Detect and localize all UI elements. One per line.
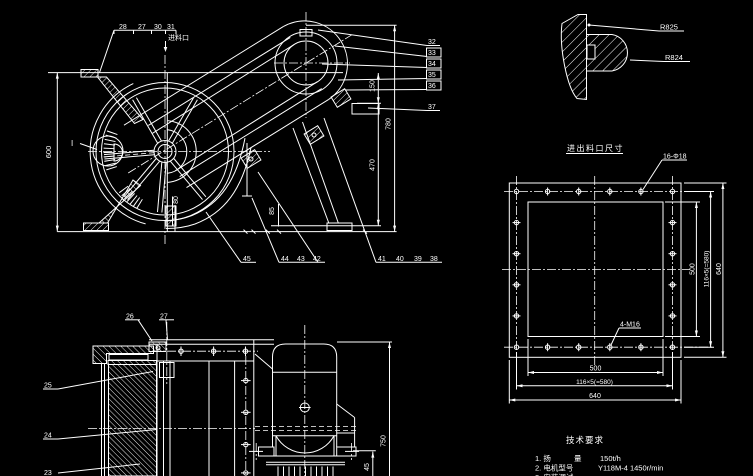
svg-text:600: 600	[44, 146, 53, 159]
svg-text:24: 24	[44, 433, 52, 440]
svg-text:470: 470	[370, 159, 377, 171]
svg-text:30: 30	[154, 24, 162, 31]
svg-text:进出料口尺寸: 进出料口尺寸	[567, 143, 624, 153]
svg-text:27: 27	[138, 24, 146, 31]
svg-text:16-Φ18: 16-Φ18	[663, 154, 687, 161]
svg-text:38: 38	[430, 256, 438, 263]
svg-text:116×5(=580): 116×5(=580)	[576, 379, 613, 386]
svg-text:500: 500	[590, 366, 602, 373]
svg-text:量: 量	[574, 454, 582, 463]
svg-text:80: 80	[173, 196, 180, 204]
svg-text:2. 电机型号: 2. 电机型号	[535, 463, 573, 473]
svg-text:35: 35	[428, 72, 436, 79]
svg-text:44: 44	[281, 256, 289, 263]
svg-text:41: 41	[378, 256, 386, 263]
svg-text:640: 640	[716, 263, 723, 275]
svg-text:Y118M-4 1450r/min: Y118M-4 1450r/min	[598, 464, 663, 473]
svg-text:31: 31	[167, 24, 175, 31]
svg-text:45: 45	[243, 256, 251, 263]
svg-text:1. 扬: 1. 扬	[535, 453, 551, 463]
svg-text:150t/h: 150t/h	[600, 454, 621, 463]
svg-text:40: 40	[396, 256, 404, 263]
svg-text:780: 780	[386, 118, 393, 130]
svg-text:34: 34	[428, 61, 436, 68]
svg-text:36: 36	[428, 83, 436, 90]
svg-text:R824: R824	[665, 53, 683, 62]
svg-text:技术要求: 技术要求	[566, 435, 604, 445]
svg-text:28: 28	[119, 24, 127, 31]
svg-text:500: 500	[689, 263, 696, 275]
svg-text:27: 27	[160, 314, 168, 321]
svg-text:750: 750	[381, 435, 388, 447]
svg-text:37: 37	[428, 104, 436, 111]
svg-text:150: 150	[370, 80, 377, 92]
svg-text:32: 32	[428, 39, 436, 46]
svg-text:进料口: 进料口	[168, 33, 189, 42]
svg-text:R825: R825	[660, 23, 678, 32]
svg-text:39: 39	[414, 256, 422, 263]
svg-text:25: 25	[44, 383, 52, 390]
svg-text:3. 安装调试: 3. 安装调试	[535, 472, 574, 476]
svg-text:42: 42	[313, 256, 321, 263]
svg-text:640: 640	[589, 393, 601, 400]
svg-text:I: I	[71, 139, 73, 148]
svg-text:85: 85	[269, 207, 276, 215]
svg-text:23: 23	[44, 470, 52, 476]
svg-text:33: 33	[428, 50, 436, 57]
svg-text:26: 26	[126, 314, 134, 321]
svg-text:116×5(=580): 116×5(=580)	[704, 251, 711, 288]
svg-text:4-M16: 4-M16	[620, 322, 640, 329]
svg-text:43: 43	[297, 256, 305, 263]
svg-text:45: 45	[364, 463, 371, 471]
